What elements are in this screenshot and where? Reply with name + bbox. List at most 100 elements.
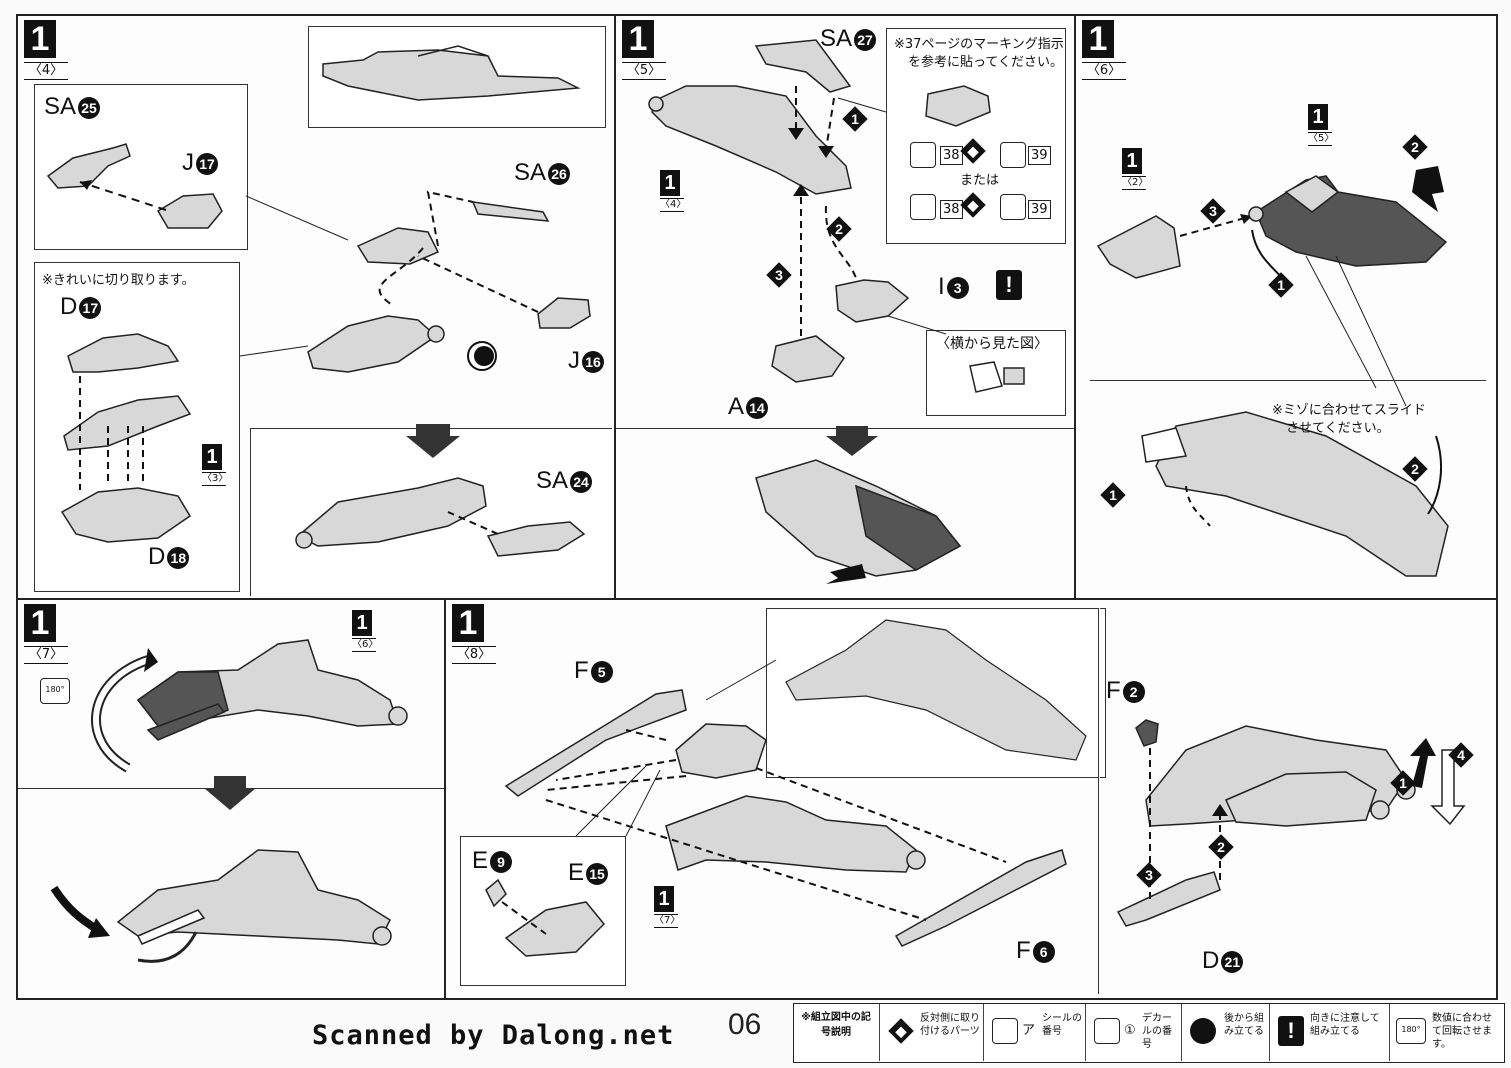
- marking-note-line-1: ※37ページのマーキング指示: [894, 37, 1064, 52]
- order-marker-1: 1: [1100, 482, 1126, 508]
- step-label: 1 〈4〉: [24, 20, 68, 82]
- rotate-label: 180°: [1401, 1025, 1421, 1034]
- orientation-warning-icon: !: [996, 270, 1022, 300]
- decal-icon: [1000, 194, 1026, 220]
- ref-step-1-2: 1〈2〉: [1122, 148, 1149, 190]
- order-marker-2: 2: [1208, 834, 1234, 860]
- panel-step-1-6: 1 〈6〉 1〈2〉 1〈5〉 1 2 3 ※ミゾに: [1074, 14, 1498, 600]
- order-marker-2: 2: [1402, 456, 1428, 482]
- ref-step-1-4: 1〈4〉: [660, 170, 687, 212]
- legend-opposite-side: ◆ 反対側に取り付けるパーツ: [880, 1004, 984, 1061]
- step-substep: 〈4〉: [24, 62, 68, 80]
- step-number: 1: [24, 20, 56, 58]
- or-text: または: [960, 173, 1000, 188]
- legend-decal: ① デカールの番号: [1086, 1004, 1182, 1061]
- legend-text: デカールの番号: [1142, 1013, 1172, 1050]
- step-substep: 〈5〉: [622, 62, 666, 80]
- step-number: 1: [622, 20, 654, 58]
- sticker-number-39: 39: [1028, 146, 1051, 165]
- side-view-label: 〈横から見た図〉: [936, 336, 1048, 352]
- sticker-icon: [1000, 142, 1026, 168]
- order-marker-1: 1: [842, 106, 868, 132]
- order-marker-2: 2: [826, 216, 852, 242]
- legend-rotate: 180° 数値に合わせて回転させます。: [1390, 1004, 1503, 1061]
- step7-artwork: [50, 639, 408, 963]
- rotate-label: 180°: [45, 685, 65, 694]
- scanner-credit: Scanned by Dalong.net: [312, 1020, 675, 1051]
- sub-divider: [1098, 608, 1100, 994]
- step-label: 1 〈7〉: [24, 604, 68, 666]
- legend-title: ※組立図中の記号説明: [801, 1012, 871, 1038]
- order-marker-4: 4: [1448, 742, 1474, 768]
- step-label: 1 〈5〉: [622, 20, 666, 82]
- legend-sticker: ア シールの番号: [984, 1004, 1086, 1061]
- legend-text: 後から組み立てる: [1224, 1013, 1264, 1037]
- order-marker-2: 2: [1402, 134, 1428, 160]
- step-label: 1 〈8〉: [452, 604, 496, 666]
- ref-step-1-7: 1〈7〉: [654, 886, 681, 928]
- panel-step-1-8: 1 〈8〉: [444, 598, 1498, 1000]
- legend-text: シールの番号: [1042, 1013, 1082, 1037]
- orientation-warning-icon: !: [1278, 1016, 1304, 1046]
- legend-text: 向きに注意して組み立てる: [1310, 1013, 1380, 1037]
- order-marker-1: 1: [1390, 770, 1416, 796]
- panel-step-1-4: 1 〈4〉: [16, 14, 616, 600]
- legend-text: 反対側に取り付けるパーツ: [920, 1013, 980, 1037]
- decal-number-39: 39: [1028, 200, 1051, 219]
- step-substep: 〈6〉: [1082, 62, 1126, 80]
- step6-artwork: [1096, 166, 1449, 577]
- step-label: 1 〈6〉: [1082, 20, 1126, 82]
- step-number: 1: [1082, 20, 1114, 58]
- assemble-later-icon: [1190, 1018, 1216, 1044]
- step-number: 1: [24, 604, 56, 642]
- result-divider: [1090, 380, 1486, 382]
- slide-note-line-1: ※ミゾに合わせてスライド: [1272, 403, 1426, 418]
- opposite-side-icon: ◆: [888, 1018, 914, 1044]
- marking-note-line-2: を参考に貼ってください。: [908, 55, 1063, 70]
- legend-orientation: ! 向きに注意して組み立てる: [1270, 1004, 1390, 1061]
- decal-icon: [910, 194, 936, 220]
- order-marker-3: 3: [1200, 198, 1226, 224]
- symbol-legend: ※組立図中の記号説明 ◆ 反対側に取り付けるパーツ ア シールの番号 ① デカー…: [793, 1003, 1505, 1063]
- panel-step-1-7: 1 〈7〉 180° 1〈6〉: [16, 598, 446, 1000]
- order-marker-3: 3: [766, 262, 792, 288]
- rotate-icon: 180°: [40, 678, 70, 704]
- opposite-side-icon: ◆: [960, 192, 986, 218]
- ref-step-1-6: 1〈6〉: [352, 610, 379, 652]
- step-substep: 〈7〉: [24, 646, 68, 664]
- slide-note-line-2: させてください。: [1286, 421, 1390, 436]
- page-number: 06: [728, 1008, 762, 1041]
- legend-title-cell: ※組立図中の記号説明: [794, 1004, 880, 1061]
- legend-text: 数値に合わせて回転させます。: [1432, 1013, 1492, 1050]
- inset-e9-e15: [460, 836, 626, 986]
- legend-assemble-later: 後から組み立てる: [1182, 1004, 1270, 1061]
- decal-icon: [1094, 1018, 1120, 1044]
- step4-artwork: [46, 45, 591, 557]
- legend-sample: ア: [1022, 1023, 1036, 1038]
- rotate-icon: 180°: [1396, 1018, 1426, 1044]
- opposite-side-icon: ◆: [960, 138, 986, 164]
- ref-step-1-3: 1〈3〉: [202, 444, 229, 486]
- step-number: 1: [452, 604, 484, 642]
- sticker-icon: [992, 1018, 1018, 1044]
- sticker-icon: [910, 142, 936, 168]
- clean-cut-note: ※きれいに切り取ります。: [42, 273, 195, 288]
- order-marker-3: 3: [1136, 862, 1162, 888]
- step-substep: 〈8〉: [452, 646, 496, 664]
- order-marker-1: 1: [1268, 272, 1294, 298]
